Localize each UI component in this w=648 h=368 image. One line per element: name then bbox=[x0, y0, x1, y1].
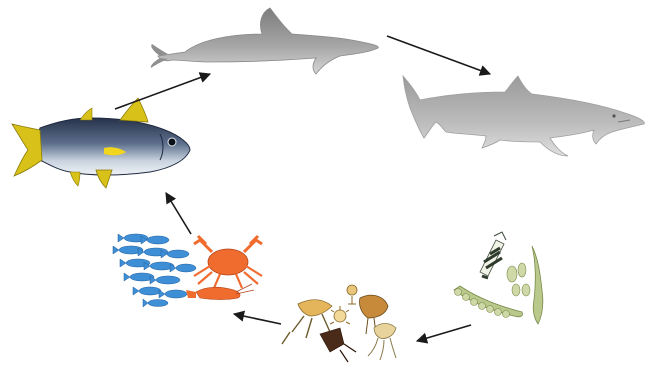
arrow-tuna-to-dolphin bbox=[115, 74, 210, 109]
algae-icon bbox=[454, 232, 543, 324]
crab-icon bbox=[194, 236, 262, 288]
small-fish-school-icon bbox=[113, 234, 196, 307]
arrow-algae-to-zooplankton bbox=[417, 325, 471, 341]
zooplankton-icon bbox=[282, 285, 396, 362]
arrow-small-fish-to-tuna bbox=[166, 193, 191, 234]
arrow-dolphin-to-shark bbox=[387, 36, 490, 74]
small-fish-crab-shrimp-icon bbox=[113, 234, 262, 307]
shark-icon bbox=[403, 76, 644, 156]
tuna-icon bbox=[12, 98, 190, 188]
arrow-zooplankton-to-small-fish bbox=[234, 314, 281, 324]
dolphin-icon bbox=[151, 8, 378, 74]
shrimp-icon bbox=[186, 284, 254, 300]
